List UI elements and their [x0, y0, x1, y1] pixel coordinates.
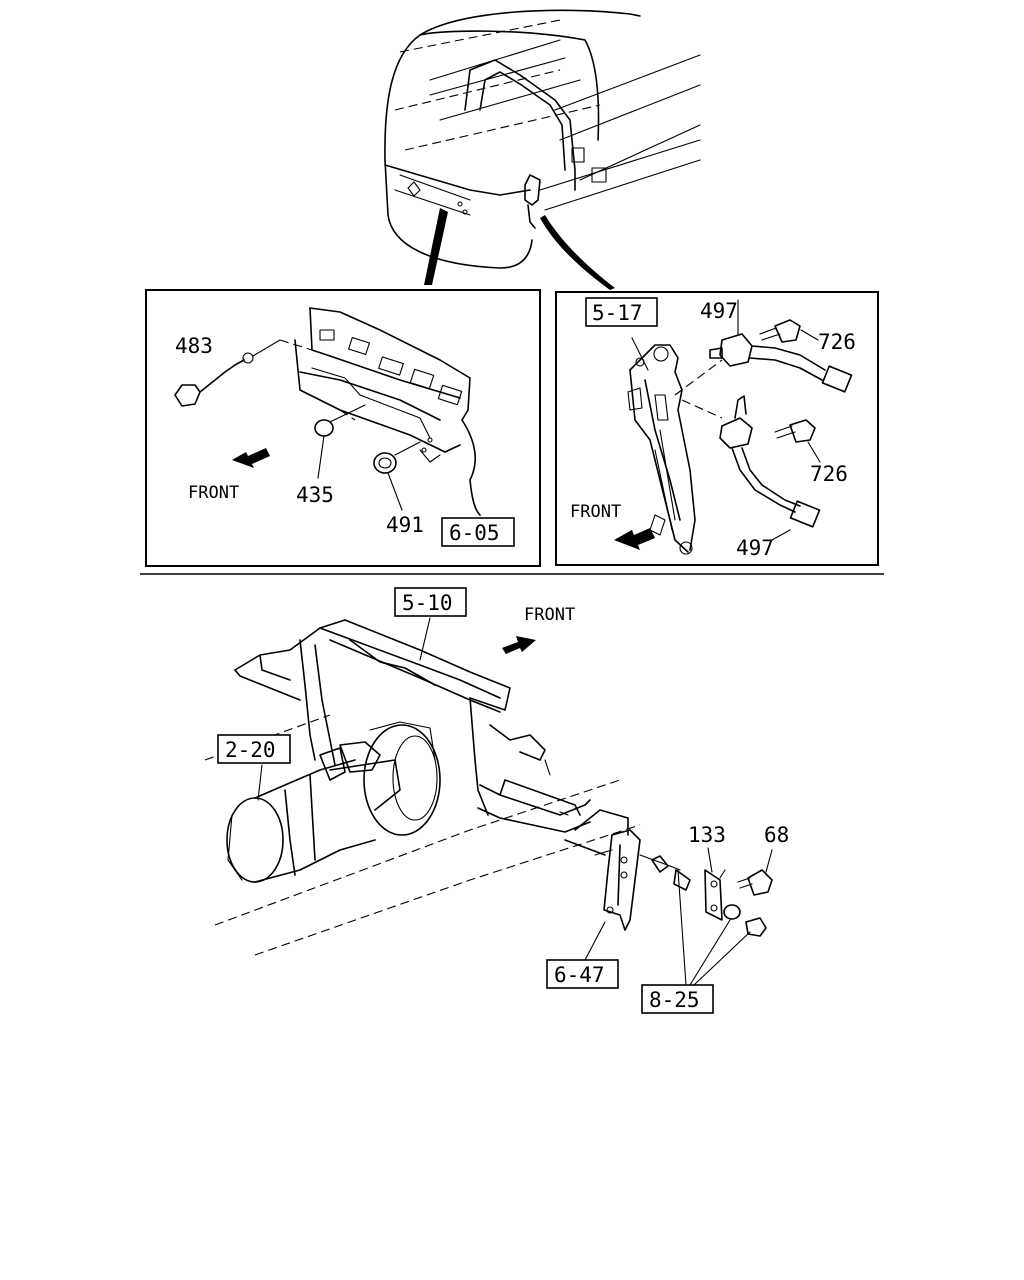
label-510: 5-10	[402, 591, 453, 615]
label-68: 68	[764, 823, 789, 847]
ref-box-220	[217, 734, 291, 764]
chassis-illustration	[204, 617, 773, 986]
pointer-right	[540, 215, 615, 290]
switch-497-lower	[719, 417, 753, 449]
label-435: 435	[296, 483, 334, 507]
label-483: 483	[175, 334, 213, 358]
front-arrow-bottom	[502, 636, 536, 654]
left-panel-drawing	[174, 307, 481, 516]
nut-825	[745, 917, 767, 937]
right-detail-frame	[555, 291, 879, 566]
front-text-left: FRONT	[188, 483, 239, 503]
washer-825	[723, 904, 741, 920]
label-726-upper: 726	[818, 330, 856, 354]
right-panel-drawing	[614, 299, 853, 555]
label-220: 2-20	[225, 738, 276, 762]
ref-box-825	[641, 984, 714, 1014]
label-825: 8-25	[649, 988, 700, 1012]
ref-box-605	[441, 517, 515, 547]
front-text-right: FRONT	[570, 502, 621, 522]
sensor-483	[174, 359, 245, 407]
front-arrow-right	[614, 528, 655, 550]
grommet-491	[373, 452, 397, 474]
left-detail-frame	[145, 289, 541, 567]
label-647: 6-47	[554, 963, 605, 987]
cab-illustration	[384, 9, 701, 290]
bolt-726-upper	[774, 319, 801, 343]
bolt-68	[747, 869, 773, 896]
front-text-bottom: FRONT	[524, 605, 575, 625]
label-726-lower: 726	[810, 462, 848, 486]
ref-box-647	[546, 959, 619, 989]
plate-133	[704, 869, 723, 921]
front-arrow-left	[232, 448, 270, 468]
pointer-left	[424, 208, 448, 285]
label-491: 491	[386, 513, 424, 537]
switch-497-upper	[719, 333, 753, 367]
label-517: 5-17	[592, 301, 643, 325]
ref-box-517	[585, 297, 658, 327]
label-605: 6-05	[449, 521, 500, 545]
ref-box-510	[394, 587, 467, 617]
label-497-lower: 497	[736, 536, 774, 560]
bolt-726-lower	[789, 419, 816, 443]
label-133: 133	[688, 823, 726, 847]
label-497-upper: 497	[700, 299, 738, 323]
